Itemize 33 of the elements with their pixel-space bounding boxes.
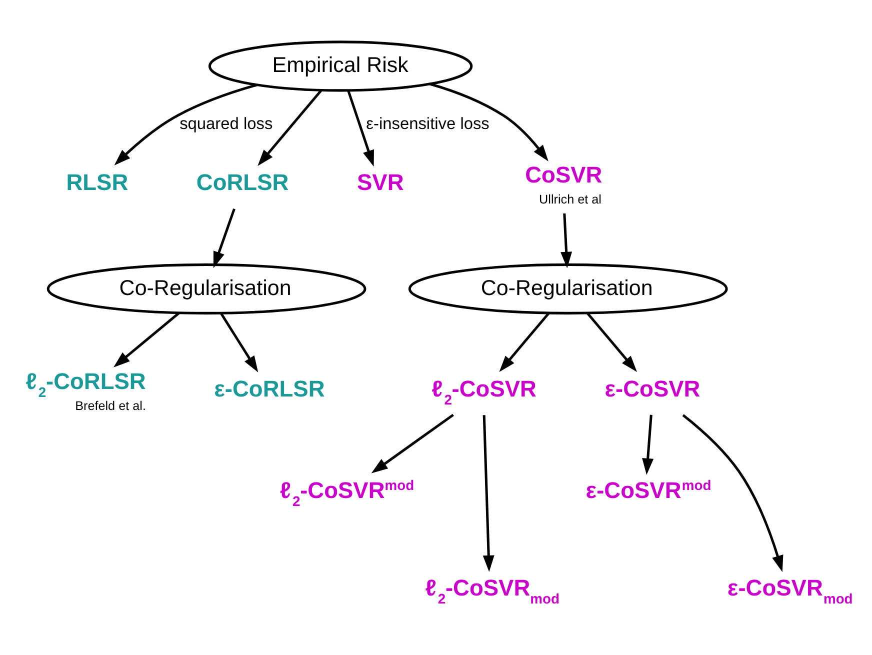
node-text: ℓ$_{2}$-CoSVR$^{mod}$ — [280, 476, 414, 509]
arrow — [347, 90, 374, 166]
node-text: CoSVR — [525, 160, 602, 187]
arrow — [371, 413, 454, 473]
arrow — [586, 312, 638, 372]
arrow — [220, 312, 258, 372]
arrow — [560, 212, 572, 268]
node-text: RLSR — [66, 168, 128, 195]
arrow — [482, 414, 494, 572]
node-text: ε-CoSVR — [604, 374, 700, 401]
node-ellipse: Empirical Risk — [208, 40, 473, 92]
node-text: ε-CoSVR$_{mod}$ — [727, 574, 853, 606]
node-text: ℓ$_{2}$-CoSVR — [432, 374, 536, 407]
node-label: Ullrich et al — [539, 192, 602, 206]
node-text: ℓ$_{2}$-CoRLSR — [26, 367, 146, 400]
node-ellipse: Co-Regularisation — [46, 262, 366, 314]
node-text: ε-CoRLSR — [214, 374, 325, 401]
node-text: ℓ$_{2}$-CoSVR$_{mod}$ — [425, 574, 560, 606]
arrow — [429, 82, 548, 161]
node-text: ε-CoSVR$^{mod}$ — [586, 476, 712, 503]
arrow — [258, 89, 322, 166]
node-label: Brefeld et al. — [75, 398, 146, 412]
arrow — [114, 83, 258, 165]
arrow — [642, 414, 654, 474]
edge-label: squared loss — [180, 114, 273, 132]
node-ellipse: Co-Regularisation — [408, 262, 728, 314]
arrow — [682, 414, 784, 572]
arrow — [213, 208, 236, 268]
arrow — [114, 312, 180, 367]
arrow — [499, 312, 550, 372]
node-text: SVR — [356, 168, 404, 195]
node-text: CoRLSR — [196, 168, 289, 195]
edge-label: ε-insensitive loss — [366, 114, 490, 132]
